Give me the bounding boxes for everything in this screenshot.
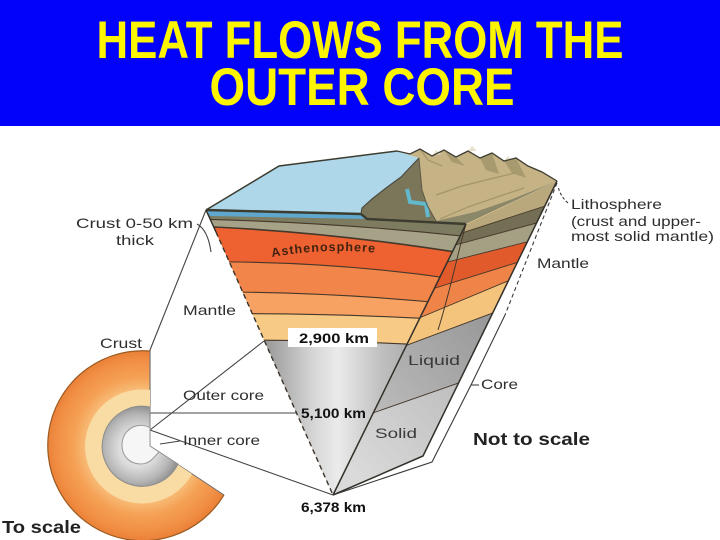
svg-text:Liquid: Liquid [408,352,460,368]
svg-text:OUTER CORE: OUTER CORE [210,58,515,117]
svg-text:To scale: To scale [2,517,81,537]
svg-text:HEAT FLOWS FROM THE: HEAT FLOWS FROM THE [97,11,624,70]
svg-text:Inner core: Inner core [183,432,260,448]
svg-text:5,100 km: 5,100 km [301,405,366,421]
svg-text:Crust: Crust [100,335,142,351]
svg-text:thick: thick [116,232,155,248]
svg-text:Mantle: Mantle [537,255,589,271]
svg-text:6,378 km: 6,378 km [301,499,366,515]
svg-text:Mantle: Mantle [183,302,236,318]
svg-text:Outer core: Outer core [183,387,264,403]
svg-text:most solid mantle): most solid mantle) [571,228,714,244]
svg-text:Solid: Solid [375,425,417,441]
svg-text:Lithosphere: Lithosphere [571,196,662,212]
svg-text:Not to scale: Not to scale [473,429,590,449]
svg-text:Core: Core [481,376,518,392]
svg-text:Crust 0-50 km: Crust 0-50 km [76,215,193,231]
svg-text:2,900 km: 2,900 km [299,330,369,346]
svg-text:(crust and upper-: (crust and upper- [571,213,701,229]
